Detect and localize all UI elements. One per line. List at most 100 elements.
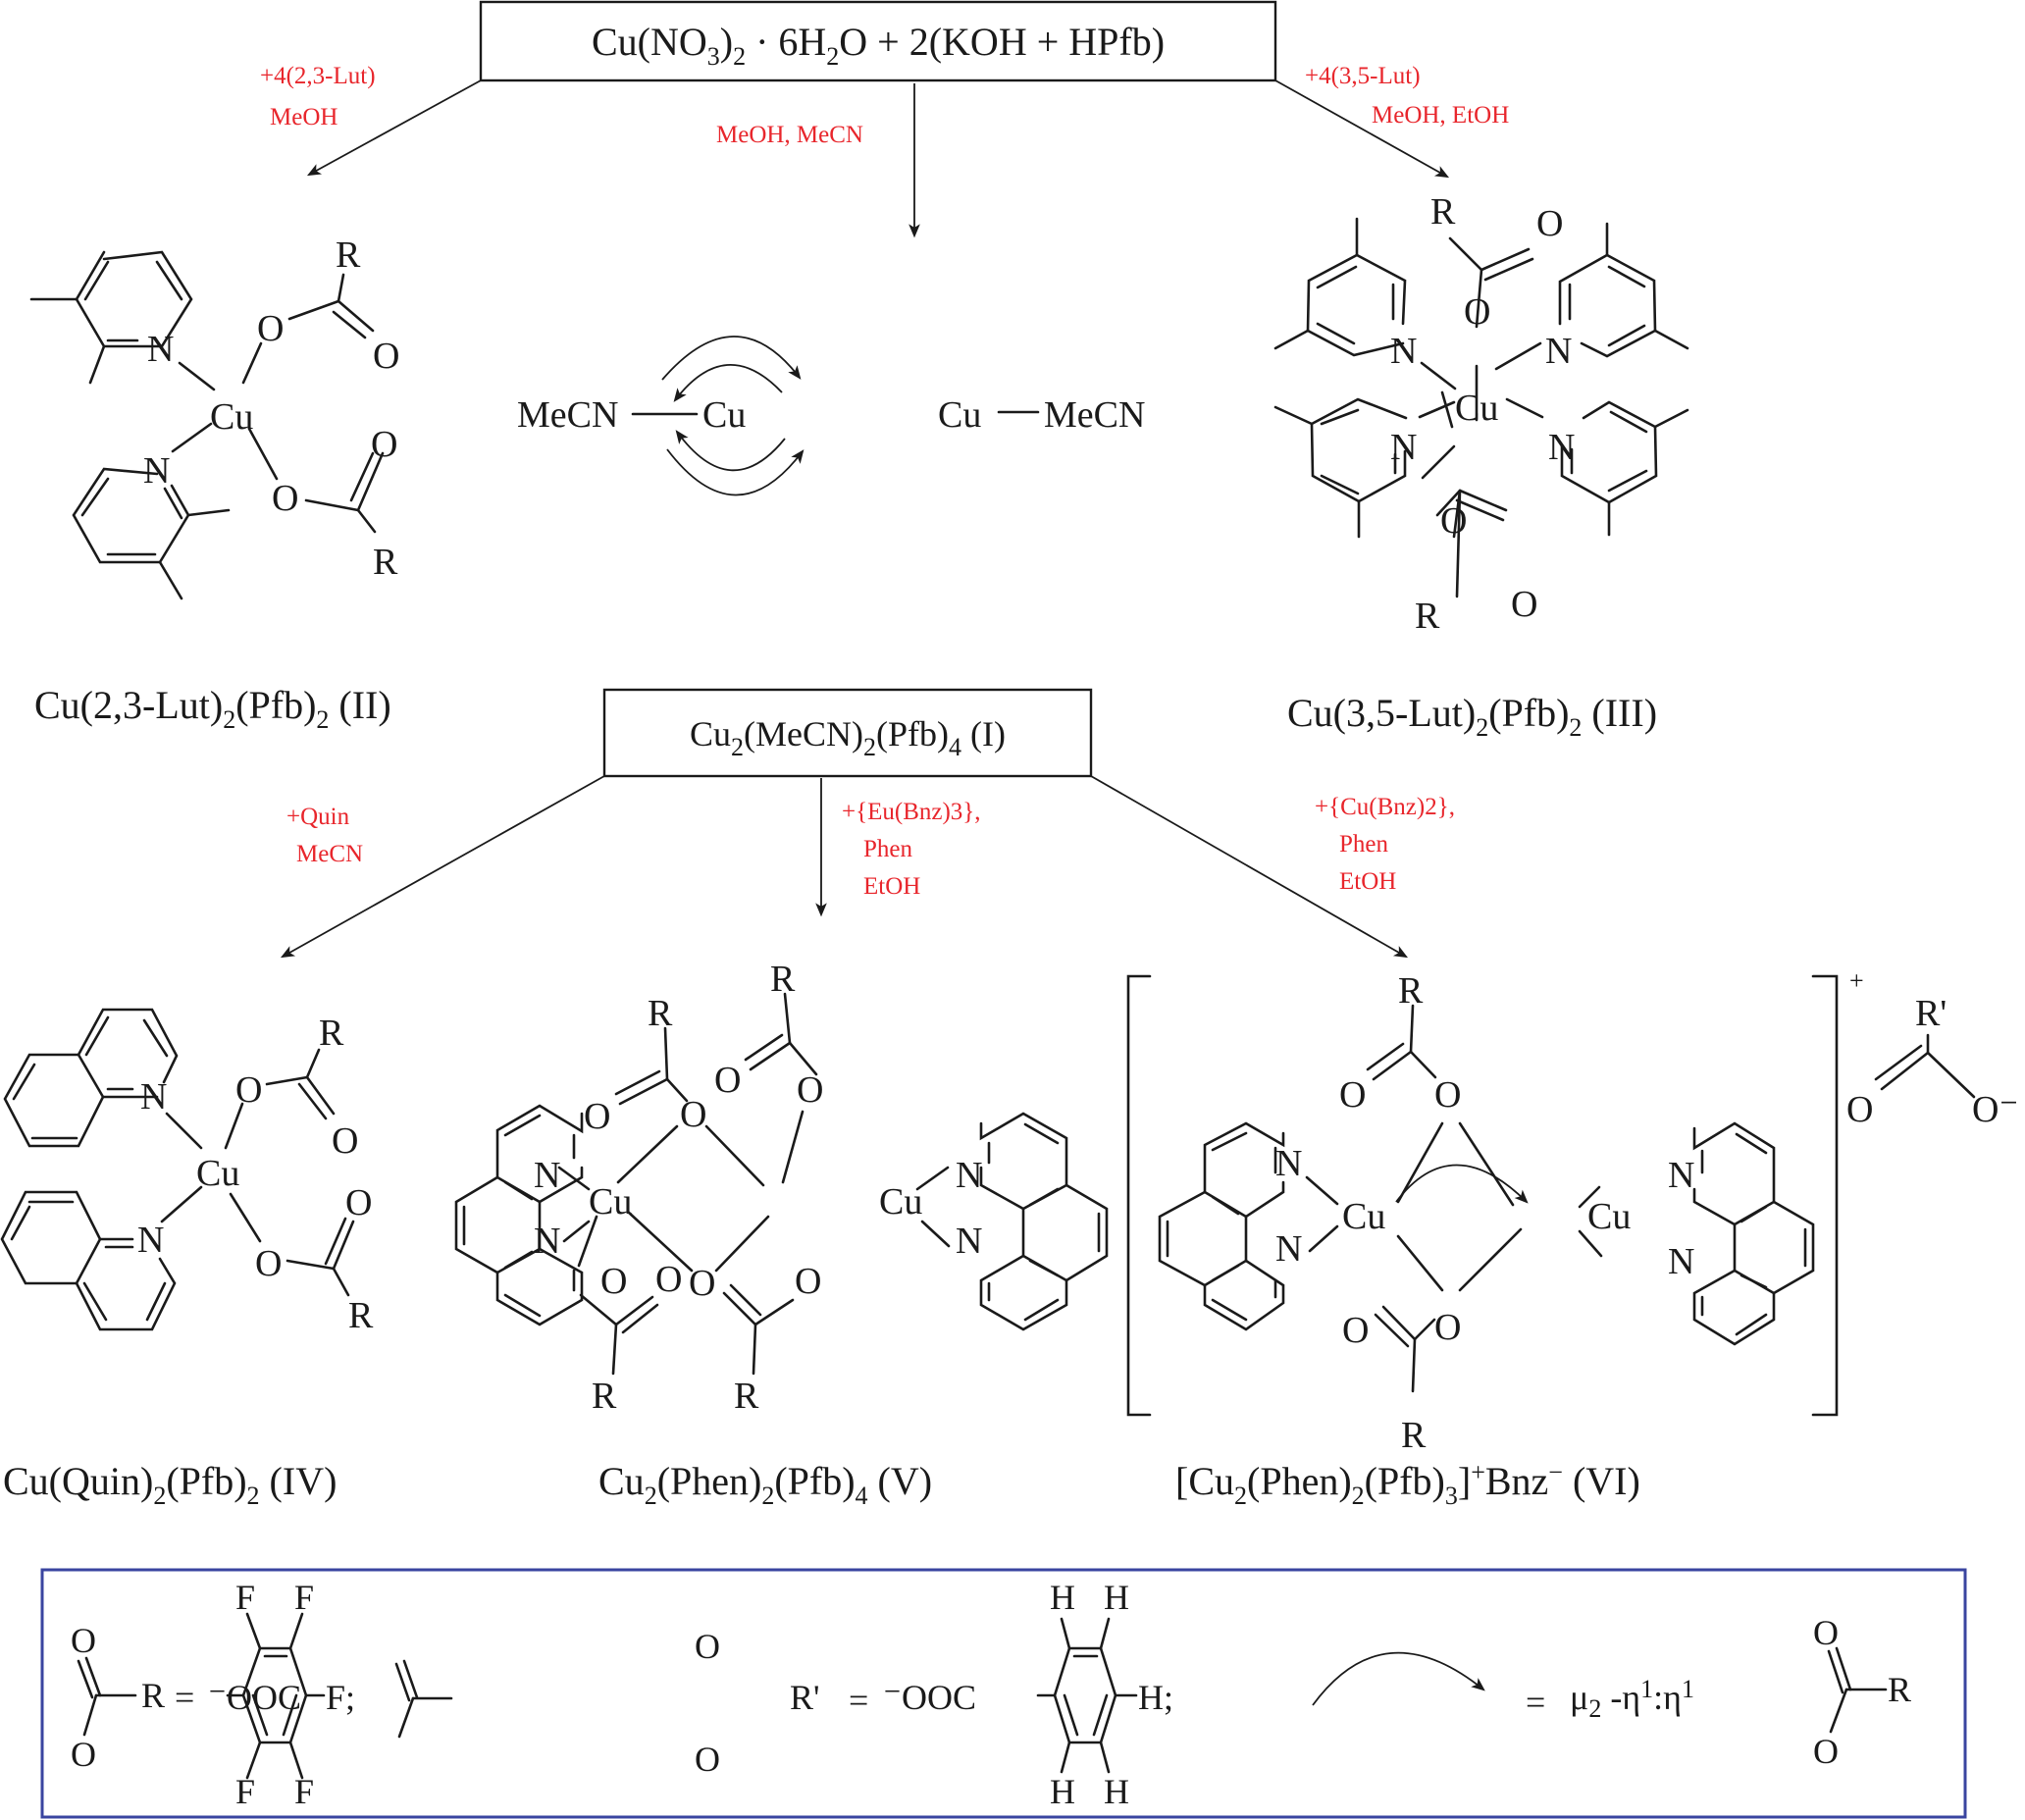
atom-R: R [1401, 1415, 1427, 1456]
legend-H-semicolon: H; [1138, 1678, 1173, 1717]
legend-binding-mode: μ2 -η1:η1 [1570, 1675, 1694, 1723]
atom-O: O [255, 1243, 282, 1284]
legend-ooc-text: ⁻OOC [208, 1678, 301, 1717]
atom-R: R [1430, 191, 1456, 233]
atom-O: O [235, 1069, 262, 1111]
atom-O: O [655, 1259, 682, 1300]
legend-equals: = [849, 1681, 868, 1720]
legend-R-symbol: R [1888, 1670, 1911, 1709]
structure-III [1273, 217, 1689, 598]
legend-box [40, 1568, 1967, 1819]
bracket-right [1811, 974, 1839, 1417]
atom-R: R [1398, 970, 1424, 1012]
compound-VI-label: [Cu2(Phen)2(Pfb)3]+Bnz− (VI) [1175, 1458, 1640, 1510]
atom-R: R [373, 542, 398, 583]
atom-R: R [734, 1376, 759, 1417]
atom-N: N [956, 1221, 982, 1262]
atom-N: N [1275, 1143, 1302, 1184]
start-reagents-box [479, 0, 1277, 82]
legend-O-bottom: O [71, 1735, 96, 1774]
bracket-left [1126, 974, 1152, 1417]
atom-O: O [1536, 203, 1563, 244]
atom-N: N [147, 329, 174, 370]
compound-IV-label: Cu(Quin)2(Pfb)2 (IV) [3, 1459, 337, 1510]
arrow-to-IV [280, 775, 605, 959]
compound-I-formula: Cu2(MeCN)2(Pfb)4 (I) [690, 714, 1006, 761]
atom-Cu: Cu [1587, 1196, 1631, 1237]
atom-N: N [534, 1221, 560, 1262]
atom-O: O [257, 308, 284, 349]
atom-Cu: Cu [879, 1181, 922, 1222]
legend-O-top: O [695, 1627, 720, 1666]
legend-F: F [294, 1772, 314, 1811]
dimer-right-ligand: MeCN [1044, 394, 1145, 436]
atom-O: O [371, 424, 397, 465]
atom-N: N [1275, 1228, 1302, 1270]
atom-N: N [140, 1076, 167, 1118]
atom-R: R [770, 959, 796, 1000]
conditions-to-VI: +{Cu(Bnz)2}, Phen EtOH [1315, 794, 1461, 895]
atom-O: O [1434, 1074, 1461, 1116]
legend-O-bottom: O [1813, 1732, 1839, 1771]
legend-carboxylate [1827, 1646, 1888, 1734]
atom-R: R [319, 1013, 344, 1054]
legend-F: F [294, 1578, 314, 1617]
legend-O-top: O [71, 1621, 96, 1660]
atom-O: O [1339, 1074, 1366, 1116]
structure-IV [0, 1008, 355, 1331]
atom-O: O [1440, 500, 1467, 542]
legend-ooc-text: ⁻OOC [883, 1678, 976, 1717]
legend-H: H [1050, 1772, 1075, 1811]
atom-N: N [1390, 331, 1417, 372]
conditions-to-II: +4(2,3-Lut) MeOH [260, 63, 382, 130]
arrow-to-II [306, 79, 482, 177]
atom-O: O [1464, 291, 1490, 333]
atom-R: R [348, 1295, 374, 1336]
atom-N: N [1668, 1155, 1694, 1196]
arrow-to-III [1274, 79, 1450, 179]
legend-O-bottom: O [695, 1740, 720, 1779]
cation-charge: + [1849, 966, 1864, 995]
atom-O: O [584, 1096, 610, 1137]
structure-I-dimer: MeCN Cu Cu MeCN [517, 336, 1145, 496]
atom-O-minus: O⁻ [1972, 1089, 2019, 1130]
atom-N: N [534, 1155, 560, 1196]
legend-H: H [1104, 1772, 1129, 1811]
legend-F: F [235, 1578, 255, 1617]
atom-Cu: Cu [196, 1153, 239, 1194]
atom-Cu: Cu [1342, 1196, 1385, 1237]
atom-N: N [143, 450, 170, 492]
atom-R-prime: R' [1915, 993, 1947, 1034]
structure-V [454, 992, 1109, 1376]
conditions-to-III: +4(3,5-Lut) MeOH, EtOH [1305, 63, 1509, 129]
conditions-to-IV: +Quin MeCN [286, 804, 363, 867]
atom-O: O [332, 1120, 358, 1162]
atom-O: O [797, 1069, 823, 1111]
atom-Cu: Cu [210, 396, 253, 438]
legend-H: H [1050, 1578, 1075, 1617]
atom-N: N [1548, 427, 1575, 468]
legend-R-prime-definition [394, 1617, 1138, 1774]
atom-O: O [680, 1094, 706, 1135]
atom-R: R [592, 1376, 617, 1417]
atom-Cu: Cu [589, 1181, 632, 1222]
compound-V-label: Cu2(Phen)2(Pfb)4 (V) [598, 1459, 932, 1510]
arrow-to-VI [1090, 775, 1409, 959]
atom-N: N [137, 1220, 164, 1261]
atom-O: O [1846, 1089, 1873, 1130]
legend-R-definition [77, 1612, 326, 1780]
atom-R: R [1415, 596, 1440, 637]
atom-O: O [714, 1060, 741, 1101]
atom-O: O [1342, 1310, 1369, 1351]
legend-R-prime-symbol: R' [790, 1678, 820, 1717]
atom-R: R [336, 234, 361, 276]
legend-F-semicolon: F; [326, 1678, 355, 1717]
legend-equals: = [175, 1678, 194, 1717]
legend-F: F [235, 1772, 255, 1811]
conditions-to-I: MeOH, MeCN [716, 122, 863, 148]
atom-O: O [272, 478, 298, 519]
compound-III-label: Cu(3,5-Lut)2(Pfb)2 (III) [1287, 691, 1657, 742]
atom-O: O [345, 1182, 372, 1223]
atom-O: O [1434, 1307, 1461, 1348]
